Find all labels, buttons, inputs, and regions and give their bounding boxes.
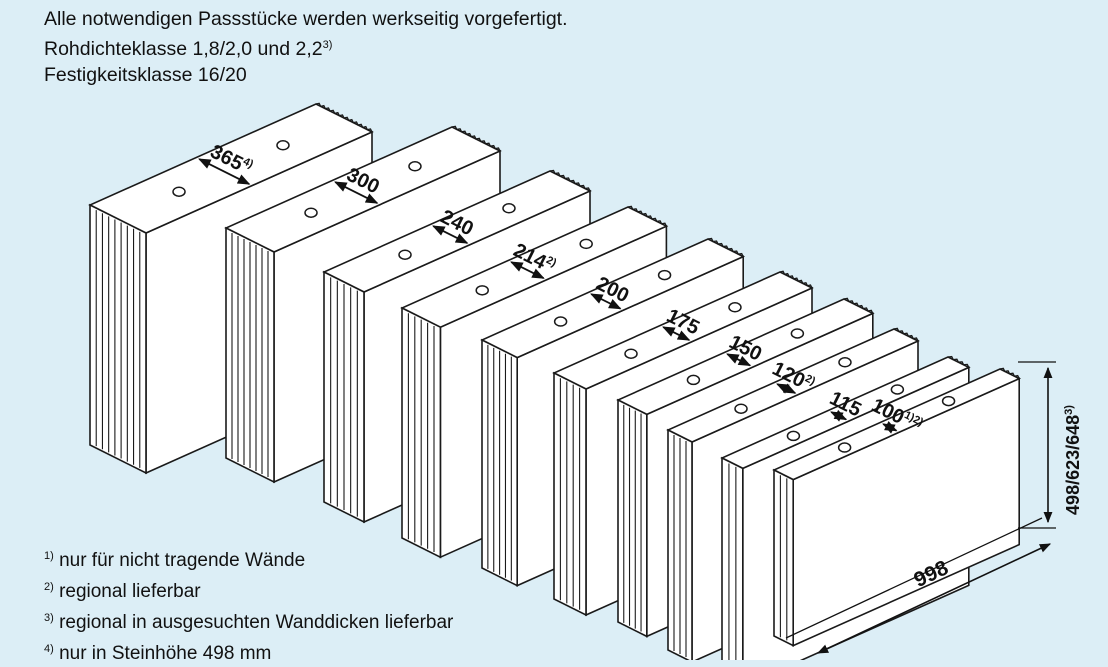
grip-hole — [728, 302, 742, 313]
grip-hole — [276, 140, 290, 151]
block-profile-edge — [627, 205, 667, 227]
grip-hole — [579, 238, 593, 250]
block-profile-edge — [893, 327, 919, 342]
footnotes: 1) nur für nicht tragende Wände 2) regio… — [44, 543, 453, 667]
density-class: Rohdichteklasse 1,8/2,0 und 2,23) — [44, 38, 333, 60]
grip-hole — [408, 161, 422, 172]
footnote-3: 3) regional in ausgesuchten Wanddicken l… — [44, 612, 454, 633]
block-profile-edge — [451, 125, 501, 152]
grip-hole — [890, 384, 905, 395]
thickness-dimension-line — [830, 409, 848, 422]
thickness-dimension-line — [432, 225, 469, 244]
grip-hole — [553, 316, 568, 327]
block-profile-edge — [779, 270, 813, 289]
block-profile-edge — [315, 102, 373, 133]
block-profile-edge — [843, 297, 874, 314]
thickness-dimension-line — [198, 158, 251, 185]
grip-hole — [838, 357, 852, 368]
grip-hole — [172, 186, 186, 197]
block-end-face — [773, 468, 795, 647]
grip-hole — [502, 203, 516, 214]
grip-hole — [304, 207, 318, 218]
header: Alle notwendigen Passstücke werden werks… — [44, 6, 568, 88]
footnote-1: 1) nur für nicht tragende Wände — [44, 550, 306, 571]
footnote-4: 4) nur in Steinhöhe 498 mm — [44, 643, 272, 664]
thickness-dimension-line — [590, 293, 622, 310]
height-label: 498/623/6483) — [1063, 405, 1083, 515]
thickness-dimension-line — [776, 383, 797, 394]
block-end-face — [617, 398, 648, 638]
block-profile-edge — [549, 169, 591, 192]
thickness-dimension-line — [662, 326, 691, 341]
grip-hole — [837, 442, 852, 453]
thickness-dimension-line — [510, 261, 545, 280]
thickness-dimension-line — [882, 421, 898, 434]
block-end-face — [89, 203, 147, 475]
grip-hole — [786, 430, 801, 442]
thickness-dimension-line — [334, 181, 379, 204]
grip-hole — [624, 348, 638, 359]
block-profile-edge — [999, 367, 1020, 379]
length-dimension-line — [816, 543, 1052, 654]
grip-hole — [686, 374, 701, 386]
footnote-2: 2) regional lieferbar — [44, 581, 201, 602]
grip-hole — [734, 403, 748, 414]
thickness-dimension-line — [726, 353, 752, 367]
block-end-face — [553, 371, 587, 617]
grip-hole — [398, 249, 412, 260]
block-end-face — [721, 456, 744, 660]
block-profile-edge — [947, 355, 970, 368]
grip-hole — [790, 328, 805, 339]
strength-class: Festigkeitsklasse 16/20 — [44, 64, 247, 86]
grip-hole — [941, 395, 956, 407]
grip-hole — [657, 269, 672, 281]
block-profile-edge — [707, 237, 744, 257]
grip-hole — [475, 285, 489, 296]
header-note: Alle notwendigen Passstücke werden werks… — [44, 8, 568, 30]
